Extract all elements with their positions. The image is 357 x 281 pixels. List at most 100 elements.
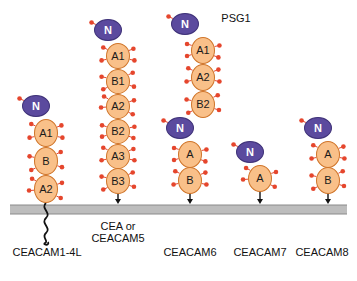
glycan-dot	[130, 112, 135, 117]
domain-label: A1	[111, 51, 124, 62]
molecule-label: PSG1	[221, 12, 250, 24]
glycan-dot	[58, 196, 63, 201]
glycan-dot	[203, 159, 208, 164]
glycan-dot	[217, 108, 222, 113]
glycan-dot	[27, 135, 32, 140]
glycan-dot	[185, 54, 190, 59]
anchor-line	[327, 193, 328, 200]
glycan-dot	[342, 156, 347, 161]
anchor-head	[257, 199, 263, 204]
glycan-dot	[204, 182, 209, 187]
glycan-dot	[100, 134, 105, 139]
domain-label: A	[256, 173, 263, 184]
glycan-dot	[17, 96, 22, 101]
glycan-dot	[184, 79, 189, 84]
ig-domain: B	[34, 147, 58, 175]
glycan-dot	[216, 55, 221, 60]
molecule-label: CEACAM8	[295, 246, 348, 258]
domain-label: A2	[196, 72, 209, 83]
ig-domain: A	[178, 141, 202, 168]
glycan-dot	[161, 118, 166, 123]
glycan-dot	[99, 158, 104, 163]
ig-domain: A2	[191, 64, 215, 91]
ig-domain: B	[316, 167, 340, 194]
glycan-dot	[272, 184, 277, 189]
glycan-dot	[299, 118, 304, 123]
domain-label: N	[314, 123, 322, 134]
glycan-dot	[172, 158, 177, 163]
glycan-dot	[311, 186, 316, 191]
molecule-label: CEACAM6	[163, 246, 216, 258]
glycan-dot	[215, 93, 220, 98]
glycan-dot	[204, 147, 209, 152]
domain-label: N	[176, 123, 184, 134]
ig-domain: B3	[106, 168, 130, 194]
glycan-dot	[130, 70, 135, 75]
glycan-dot	[132, 124, 137, 129]
glycan-dot	[241, 177, 246, 182]
glycan-dot	[99, 105, 104, 110]
domain-label: B	[186, 175, 193, 186]
domain-label: A	[186, 149, 193, 160]
glycan-dot	[27, 154, 32, 159]
anchor-line	[189, 193, 190, 200]
glycan-dot	[342, 184, 347, 189]
glycan-dot	[101, 145, 106, 150]
anchor-line	[259, 191, 260, 200]
domain-label: A2	[39, 184, 52, 195]
domain-label: A3	[111, 151, 124, 162]
glycan-dot	[99, 74, 104, 79]
glycan-dot	[171, 182, 176, 187]
ig-domain: A1	[191, 37, 215, 64]
domain-label: B1	[111, 76, 124, 87]
glycan-dot	[244, 166, 249, 171]
glycan-dot	[311, 143, 316, 148]
glycan-dot	[172, 146, 177, 151]
n-terminal-domain: N	[166, 117, 194, 139]
glycan-dot	[217, 43, 222, 48]
glycan-dot	[184, 97, 189, 102]
anchor-head	[325, 199, 331, 204]
molecule-label: CEA or CEACAM5	[91, 220, 144, 244]
glycan-dot	[101, 187, 106, 192]
ig-domain: A3	[106, 144, 130, 169]
ig-domain: A1	[106, 43, 130, 69]
glycan-dot	[99, 58, 104, 63]
glycan-dot	[186, 110, 191, 115]
glycan-dot	[132, 58, 137, 63]
glycan-dot	[309, 173, 314, 178]
glycan-dot	[89, 20, 94, 25]
domain-label: B	[324, 175, 331, 186]
glycan-dot	[309, 156, 314, 161]
glycan-dot	[132, 98, 137, 103]
glycan-dot	[132, 158, 137, 163]
domain-label: B	[42, 156, 49, 167]
glycan-dot	[340, 169, 345, 174]
glycan-dot	[274, 170, 279, 175]
anchor-head	[187, 199, 193, 204]
domain-label: A1	[196, 45, 209, 56]
ig-domain: B2	[191, 91, 215, 118]
n-terminal-domain: N	[94, 19, 122, 41]
glycan-dot	[131, 136, 136, 141]
n-terminal-domain: N	[22, 95, 50, 117]
glycan-dot	[173, 169, 178, 174]
ig-domain: A1	[34, 119, 58, 147]
glycan-dot	[59, 123, 64, 128]
ig-domain: B2	[106, 119, 130, 144]
glycan-dot	[58, 150, 63, 155]
domain-label: N	[104, 25, 112, 36]
ig-domain: B1	[106, 69, 130, 94]
glycan-dot	[231, 142, 236, 147]
glycan-dot	[60, 135, 65, 140]
n-terminal-domain: N	[171, 13, 199, 35]
glycan-dot	[101, 87, 106, 92]
glycan-dot	[131, 47, 136, 52]
glycan-dot	[341, 144, 346, 149]
domain-label: B2	[196, 99, 209, 110]
ig-domain: A	[248, 165, 272, 192]
glycan-dot	[102, 94, 107, 99]
glycan-dot	[60, 181, 65, 186]
glycan-dots	[17, 14, 346, 200]
